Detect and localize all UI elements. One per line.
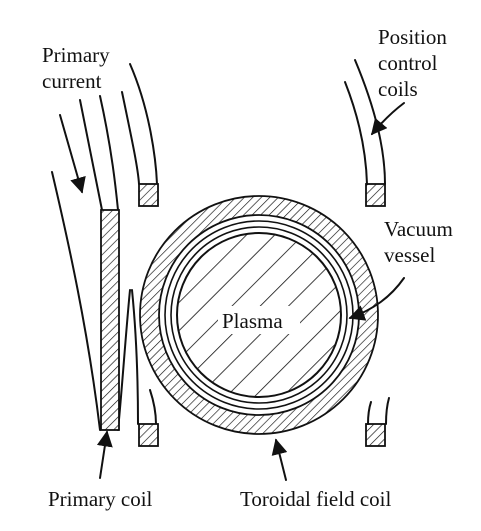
label-plasma: Plasma xyxy=(222,309,283,333)
vacuum-vessel-leader xyxy=(348,277,405,321)
label-primary-coil: Primary coil xyxy=(48,487,153,511)
label-position-control-coils-line-1: Position xyxy=(378,25,447,49)
position-control-coil-lower-right xyxy=(365,423,386,447)
label-primary-current-line-2: current xyxy=(42,69,102,93)
position-control-coil-lower-left xyxy=(138,423,159,447)
label-vacuum-vessel: Vacuum vessel xyxy=(384,216,453,268)
label-vacuum-vessel-line-1: Vacuum xyxy=(384,217,453,241)
primary-coil-bar xyxy=(100,209,120,431)
toroidal-field-coil xyxy=(139,195,379,435)
toroidal-field-coil-leader xyxy=(271,438,288,481)
position-control-coil-upper-right xyxy=(365,183,386,207)
label-primary-current: Primary current xyxy=(42,42,110,94)
primary-coil-leader xyxy=(96,430,113,479)
vacuum-vessel-inner-wall xyxy=(170,226,348,404)
label-position-control-coils-line-3: coils xyxy=(378,77,418,101)
label-position-control-coils-line-2: control xyxy=(378,51,438,75)
label-vacuum-vessel-line-2: vessel xyxy=(384,243,436,267)
label-primary-current-line-1: Primary xyxy=(42,43,110,67)
label-position-control-coils: Position control coils xyxy=(378,24,447,102)
position-control-leader xyxy=(370,102,405,136)
plasma-label-backdrop xyxy=(218,306,300,334)
lower-left-wires xyxy=(131,289,157,425)
position-control-coil-upper-left xyxy=(138,183,159,207)
label-toroidal-field-coil: Toroidal field coil xyxy=(240,487,392,511)
primary-current-arrow xyxy=(59,114,86,194)
